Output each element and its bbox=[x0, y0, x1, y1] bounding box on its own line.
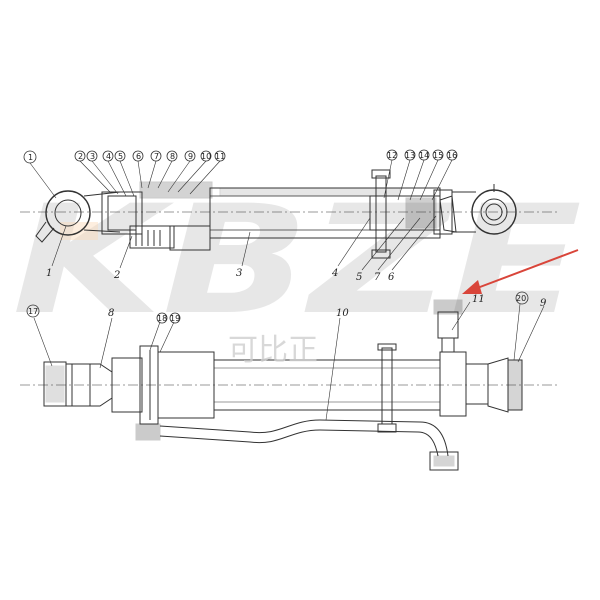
label-18: 18 bbox=[157, 314, 167, 323]
right-eye bbox=[452, 184, 517, 235]
label-10: 10 bbox=[336, 308, 349, 319]
callout-8: 8 bbox=[170, 152, 175, 161]
callouts-right bbox=[383, 149, 458, 201]
red-arrow bbox=[462, 249, 579, 294]
top-callout-labels: 1 2 3 4 5 6 7 8 9 10 11 12 13 14 15 16 bbox=[28, 151, 457, 162]
bottom-leaders bbox=[33, 301, 545, 421]
callout-16: 16 bbox=[447, 151, 457, 160]
label-8: 8 bbox=[108, 308, 114, 319]
callout-12: 12 bbox=[387, 151, 397, 160]
watermark-chinese: 可比正 bbox=[228, 333, 318, 368]
callout-4: 4 bbox=[106, 152, 111, 161]
callout-5: 5 bbox=[118, 152, 123, 161]
label-7: 7 bbox=[374, 272, 381, 283]
bottom-view bbox=[20, 291, 560, 471]
callouts-left bbox=[23, 150, 226, 199]
bottom-gland bbox=[111, 345, 215, 441]
callout-2: 2 bbox=[78, 152, 83, 161]
callout-13: 13 bbox=[405, 151, 415, 160]
callout-11: 11 bbox=[215, 152, 225, 161]
callout-9: 9 bbox=[188, 152, 193, 161]
callout-7: 7 bbox=[154, 152, 159, 161]
bottom-left-end bbox=[43, 361, 113, 407]
bottom-pipe bbox=[159, 419, 459, 471]
bottom-cap-end bbox=[433, 299, 523, 417]
watermark-accent bbox=[60, 222, 98, 240]
label-6: 6 bbox=[388, 272, 395, 283]
label-20: 20 bbox=[516, 294, 526, 303]
callout-1: 1 bbox=[28, 153, 33, 162]
label-2: 2 bbox=[113, 270, 120, 281]
label-3: 3 bbox=[236, 268, 242, 279]
callout-15: 15 bbox=[433, 151, 443, 160]
piston bbox=[369, 189, 457, 235]
callout-14: 14 bbox=[419, 151, 429, 160]
label-5: 5 bbox=[356, 272, 362, 283]
watermark-latin: KBZE bbox=[12, 174, 582, 348]
callout-3: 3 bbox=[90, 152, 95, 161]
watermark: KBZE bbox=[12, 174, 582, 348]
callout-6: 6 bbox=[136, 152, 141, 161]
callout-10: 10 bbox=[201, 152, 211, 161]
top-view bbox=[20, 149, 560, 271]
label-9: 9 bbox=[540, 298, 547, 309]
bottom-labels: 17 8 18 19 10 11 20 9 bbox=[28, 294, 547, 323]
label-11: 11 bbox=[472, 294, 485, 305]
top-lower-labels: 1 2 3 4 5 7 6 bbox=[46, 268, 395, 283]
label-19: 19 bbox=[170, 314, 180, 323]
label-17: 17 bbox=[28, 307, 38, 316]
label-1: 1 bbox=[46, 268, 52, 279]
label-4: 4 bbox=[331, 268, 338, 279]
lower-leaders bbox=[51, 215, 437, 271]
gland bbox=[101, 181, 213, 251]
